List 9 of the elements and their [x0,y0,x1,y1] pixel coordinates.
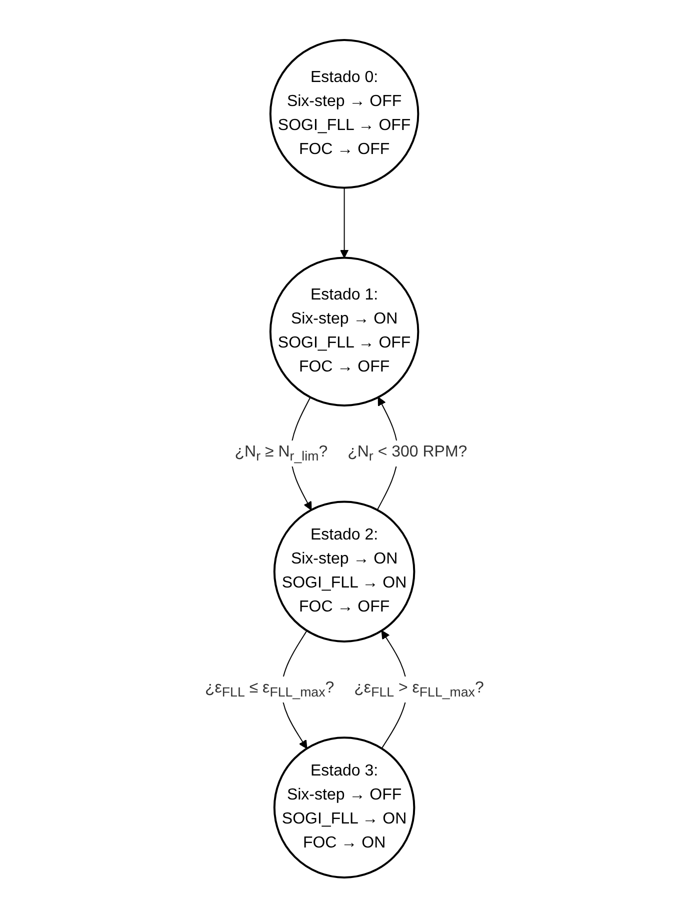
node-circle: Estado 3: Six-step → OFF SOGI_FLL → ON FOC → ON [273,736,416,879]
edge-label: ¿ε$_{FLL}$ > ε$_{FLL_max}$? [354,680,484,700]
edge-label: ¿N$_{r}$ ≥ N$_{r_lim}$? [234,444,328,464]
edge-label: ¿ε$_{FLL}$ ≤ ε$_{FLL_max}$? [205,680,334,700]
node-circle: Estado 0: Six-step → OFF SOGI_FLL → OFF FOC → OFF [269,39,420,190]
node-circle: Estado 2: Six-step → ON SOGI_FLL → ON FOC → OFF [273,500,416,643]
node-circle: Estado 1: Six-step → ON SOGI_FLL → OFF FOC → OFF [269,257,420,407]
arrow [340,188,349,258]
edge-label: ¿N$_{r}$ < 300 RPM? [348,444,468,464]
